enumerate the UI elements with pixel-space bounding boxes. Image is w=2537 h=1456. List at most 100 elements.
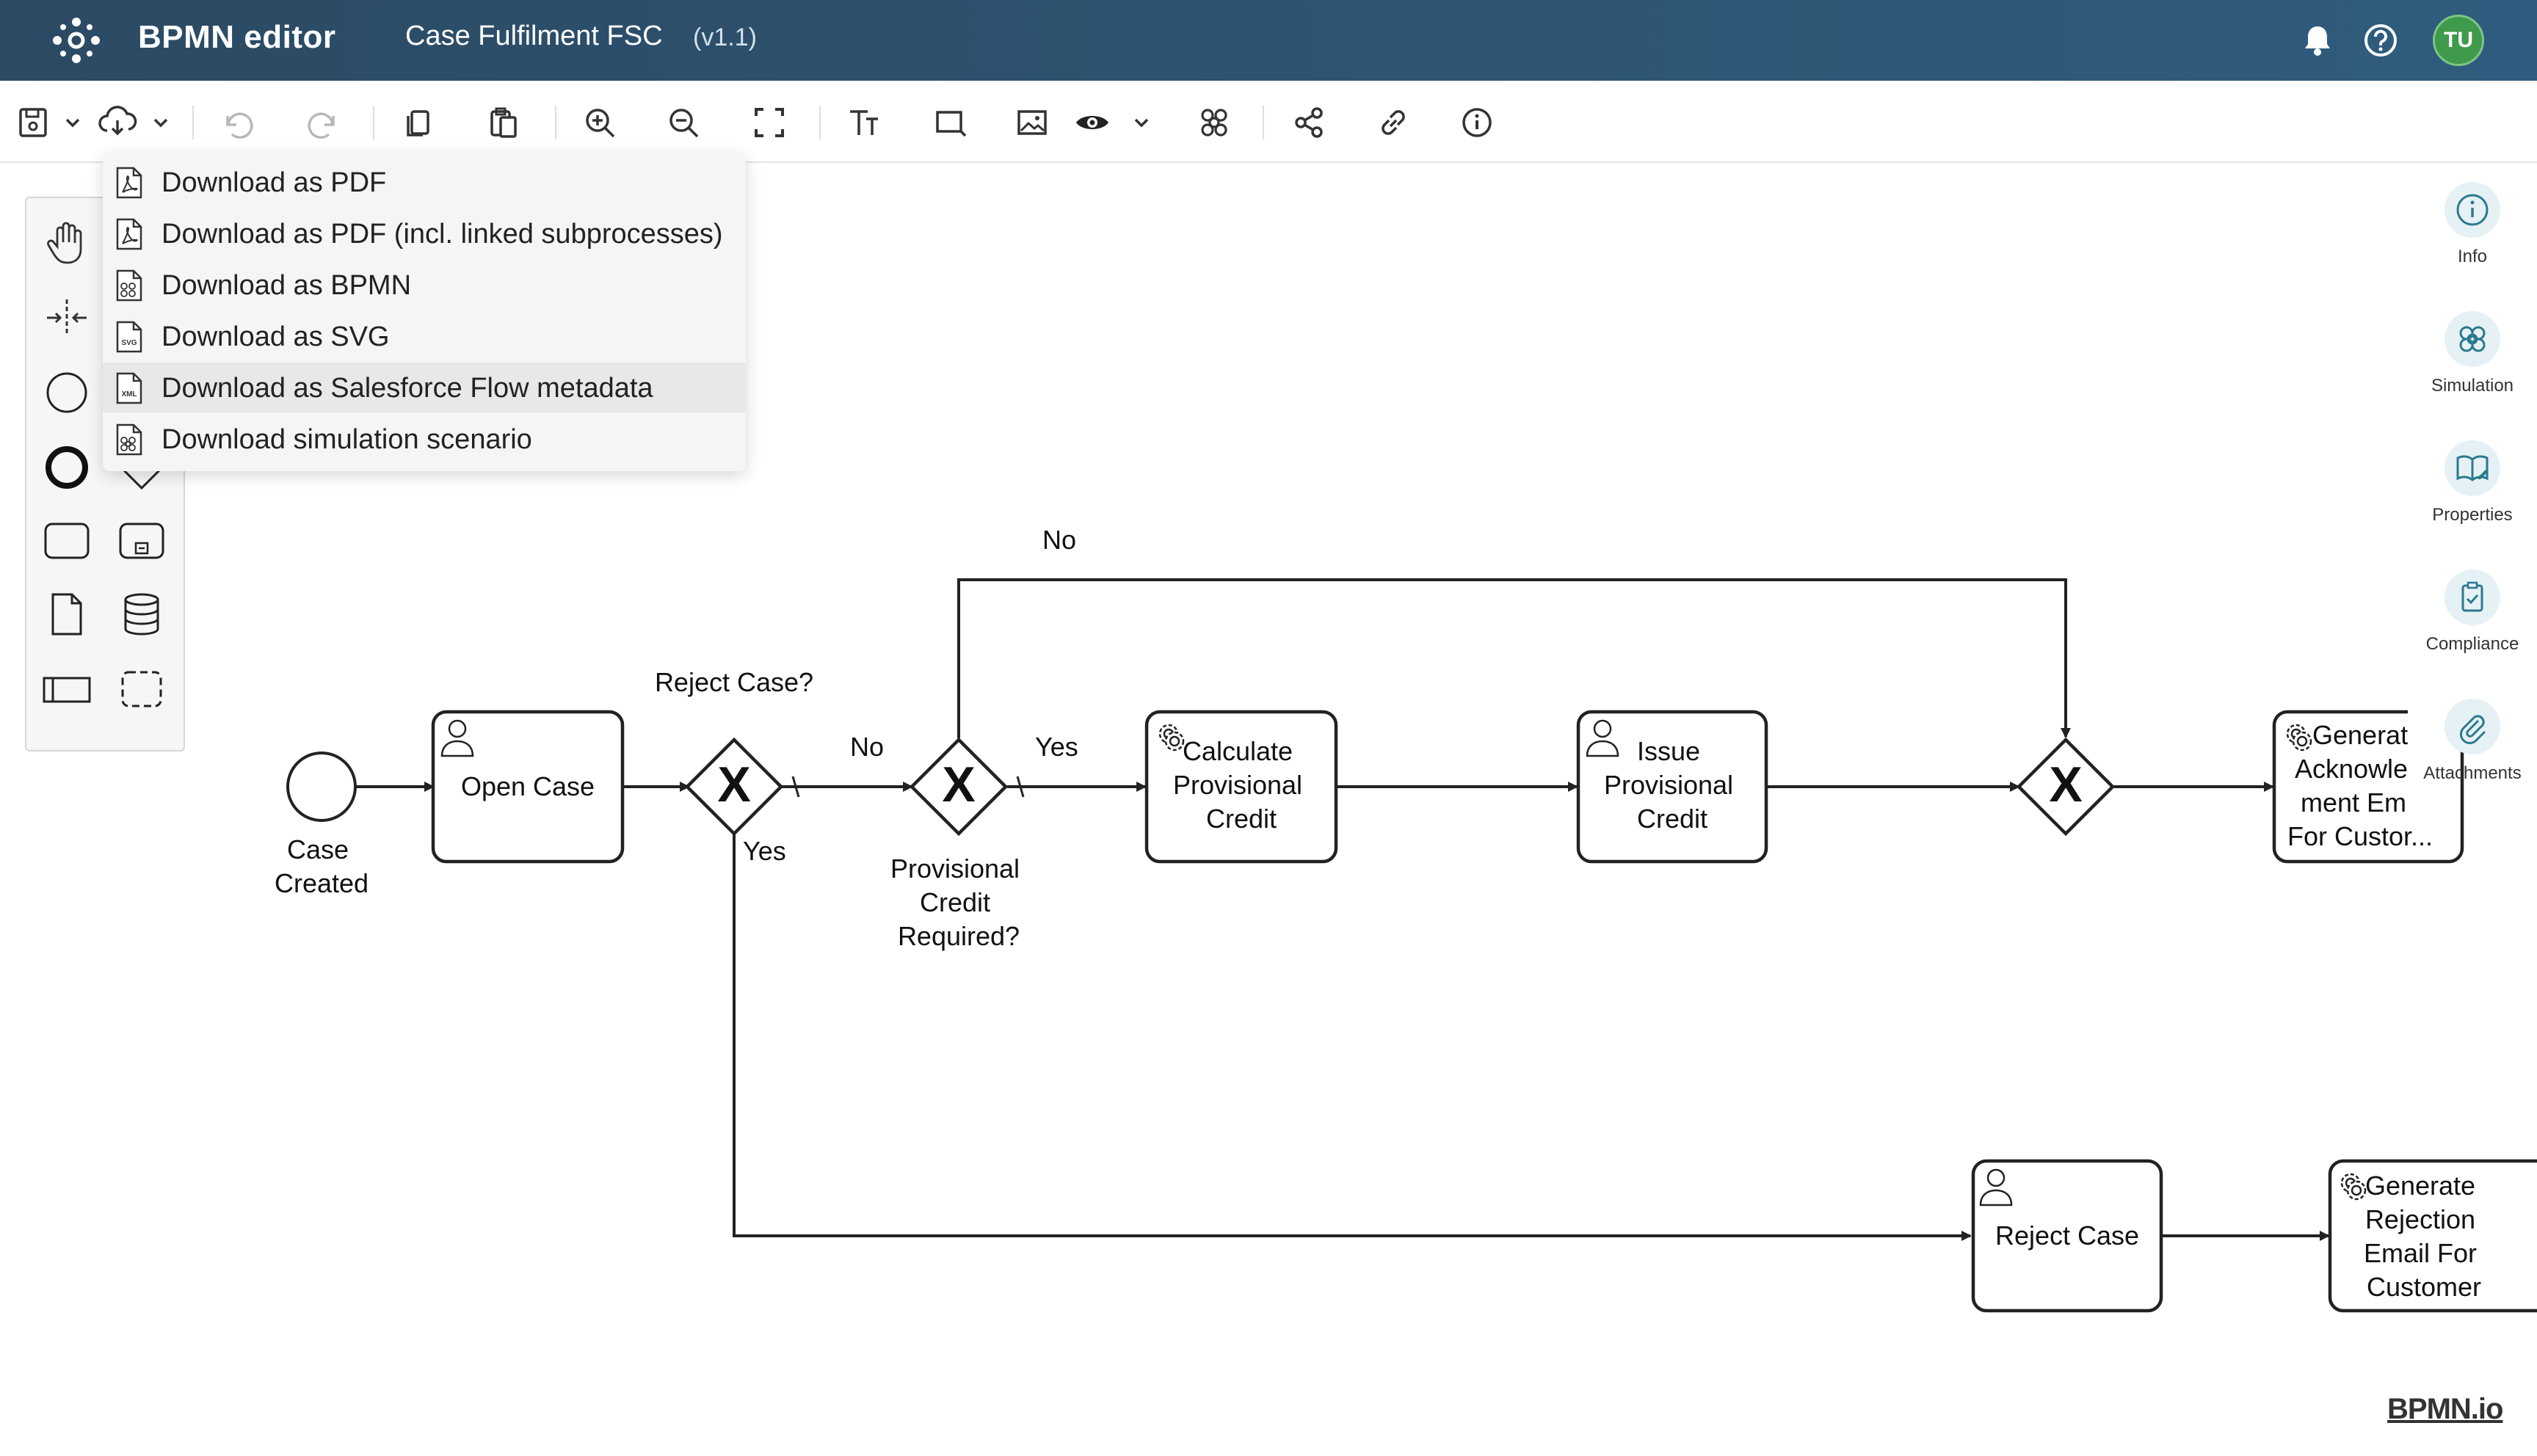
- service-task-icon: [2286, 724, 2312, 751]
- pdf-file-icon: [113, 166, 145, 200]
- bpmn-diagram[interactable]: Case Created Open Case X Reject Case? X …: [0, 163, 2537, 1456]
- app-header: BPMN editor Case Fulfilment FSC (v1.1) T…: [0, 0, 2537, 81]
- save-icon[interactable]: [13, 103, 54, 142]
- properties-panel-button[interactable]: [2445, 440, 2500, 496]
- info-panel-label: Info: [2457, 247, 2488, 266]
- toolbar-separator: [373, 106, 374, 139]
- menu-item-download-pdf[interactable]: Download as PDF: [103, 157, 746, 207]
- end-event-tool-icon[interactable]: [41, 442, 92, 493]
- task-reject-case-label: Reject Case: [1995, 1220, 2139, 1251]
- zoom-out-icon[interactable]: [664, 103, 705, 142]
- gateway-provisional-label: Provisional Credit Required?: [890, 853, 1027, 951]
- pool-tool-icon[interactable]: [41, 663, 92, 715]
- document-title[interactable]: Case Fulfilment FSC: [405, 21, 663, 51]
- menu-item-label: Download as PDF (incl. linked subprocess…: [161, 219, 723, 250]
- attachments-panel-button[interactable]: [2445, 699, 2500, 754]
- download-icon[interactable]: [97, 103, 138, 142]
- info-icon[interactable]: [1456, 103, 1498, 142]
- svg-file-icon: SVG: [113, 320, 145, 354]
- paste-icon[interactable]: [483, 103, 524, 142]
- undo-icon[interactable]: [217, 103, 258, 142]
- gateway-reject-case[interactable]: [684, 737, 784, 837]
- gateway-provisional-credit[interactable]: [909, 737, 1009, 837]
- image-icon[interactable]: [1012, 103, 1053, 142]
- subprocess-tool-icon[interactable]: [116, 515, 167, 567]
- sequence-flows: [355, 578, 2330, 1241]
- link-icon[interactable]: [1373, 103, 1414, 142]
- data-object-tool-icon[interactable]: [41, 589, 92, 640]
- copy-icon[interactable]: [398, 103, 439, 142]
- flow-yes-to-reject[interactable]: [733, 834, 1972, 1241]
- menu-item-download-simulation-scenario[interactable]: Download simulation scenario: [103, 414, 746, 464]
- pdf-file-icon: [113, 217, 145, 251]
- gateway-x-marker: X: [717, 757, 750, 812]
- start-event-label: Case Created: [275, 834, 369, 898]
- task-calculate-label: Calculate Provisional Credit: [1173, 736, 1310, 834]
- task-tool-icon[interactable]: [41, 515, 92, 567]
- user-task-icon: [440, 719, 474, 757]
- gateway-merge[interactable]: [2016, 737, 2116, 837]
- flow-no-to-merge[interactable]: [957, 578, 2071, 738]
- task-generate-acknowledgement[interactable]: Generat Acknowle ment Em For Custor...: [2272, 705, 2464, 864]
- flow-label-yes: Yes: [1035, 732, 1078, 762]
- menu-item-download-svg[interactable]: SVG Download as SVG: [103, 311, 746, 361]
- flow-label-no: No: [1042, 525, 1076, 555]
- frame-icon[interactable]: [929, 103, 970, 142]
- save-chevron-down-icon[interactable]: [63, 103, 82, 142]
- compliance-panel-label: Compliance: [2425, 634, 2519, 654]
- start-event-case-created[interactable]: [286, 751, 357, 822]
- help-icon[interactable]: [2361, 21, 2400, 60]
- zoom-in-icon[interactable]: [580, 103, 621, 142]
- app-logo-icon[interactable]: [47, 16, 106, 65]
- task-rejection-email-label: Generate Rejection Email For Customer: [2364, 1171, 2484, 1302]
- gateway-reject-label: Reject Case?: [655, 667, 813, 697]
- menu-item-download-bpmn[interactable]: Download as BPMN: [103, 260, 746, 310]
- info-panel-button[interactable]: [2445, 182, 2500, 238]
- task-issue-label: Issue Provisional Credit: [1604, 736, 1741, 834]
- user-task-icon: [1979, 1168, 2013, 1206]
- data-store-tool-icon[interactable]: [116, 589, 167, 640]
- service-task-icon: [2340, 1173, 2367, 1201]
- task-reject-case[interactable]: [1971, 1159, 2163, 1313]
- svg-text:XML: XML: [121, 390, 137, 398]
- space-tool-icon[interactable]: [41, 292, 92, 343]
- redo-icon[interactable]: [302, 103, 344, 142]
- simulation-icon[interactable]: [1194, 103, 1235, 142]
- start-event-tool-icon[interactable]: [41, 367, 92, 418]
- eye-icon[interactable]: [1072, 103, 1113, 142]
- properties-panel-label: Properties: [2432, 505, 2513, 525]
- simulation-panel-button[interactable]: [2445, 311, 2500, 367]
- view-chevron-down-icon[interactable]: [1132, 103, 1151, 142]
- toolbar-separator: [192, 106, 194, 139]
- text-size-icon[interactable]: [844, 103, 885, 142]
- gateway-x-marker: X: [2049, 757, 2082, 812]
- task-calculate-provisional-credit[interactable]: [1144, 710, 1338, 864]
- bpmn-io-watermark[interactable]: BPMN.io: [2387, 1393, 2503, 1425]
- menu-item-download-pdf-subprocesses[interactable]: Download as PDF (incl. linked subprocess…: [103, 208, 746, 258]
- diagram-canvas[interactable]: Case Created Open Case X Reject Case? X …: [0, 163, 2537, 1456]
- task-generate-rejection-email[interactable]: Generate Rejection Email For Customer: [2328, 1159, 2537, 1313]
- task-open-case[interactable]: [431, 710, 625, 864]
- compliance-panel-button[interactable]: [2445, 569, 2500, 625]
- menu-item-label: Download as SVG: [161, 321, 390, 352]
- gateway-x-marker: X: [942, 757, 975, 812]
- fit-screen-icon[interactable]: [749, 103, 790, 142]
- user-avatar[interactable]: TU: [2433, 15, 2484, 66]
- task-open-case-label: Open Case: [461, 771, 595, 801]
- menu-item-download-salesforce-flow[interactable]: XML Download as Salesforce Flow metadata: [103, 363, 746, 412]
- service-task-icon: [1158, 724, 1185, 751]
- group-tool-icon[interactable]: [116, 663, 167, 715]
- task-issue-provisional-credit[interactable]: [1576, 710, 1768, 864]
- flow-label-yes: Yes: [743, 836, 786, 866]
- share-icon[interactable]: [1289, 103, 1330, 142]
- bell-icon[interactable]: [2298, 21, 2337, 60]
- default-flow-markers: [791, 776, 1025, 798]
- simulation-panel-label: Simulation: [2431, 376, 2514, 396]
- menu-item-label: Download as BPMN: [161, 270, 412, 301]
- app-name: BPMN editor: [138, 19, 336, 55]
- hand-tool-icon[interactable]: [41, 217, 92, 269]
- svg-text:SVG: SVG: [121, 339, 137, 347]
- download-chevron-down-icon[interactable]: [151, 103, 170, 142]
- toolbar-separator: [1263, 106, 1264, 139]
- toolbar: [0, 81, 2537, 163]
